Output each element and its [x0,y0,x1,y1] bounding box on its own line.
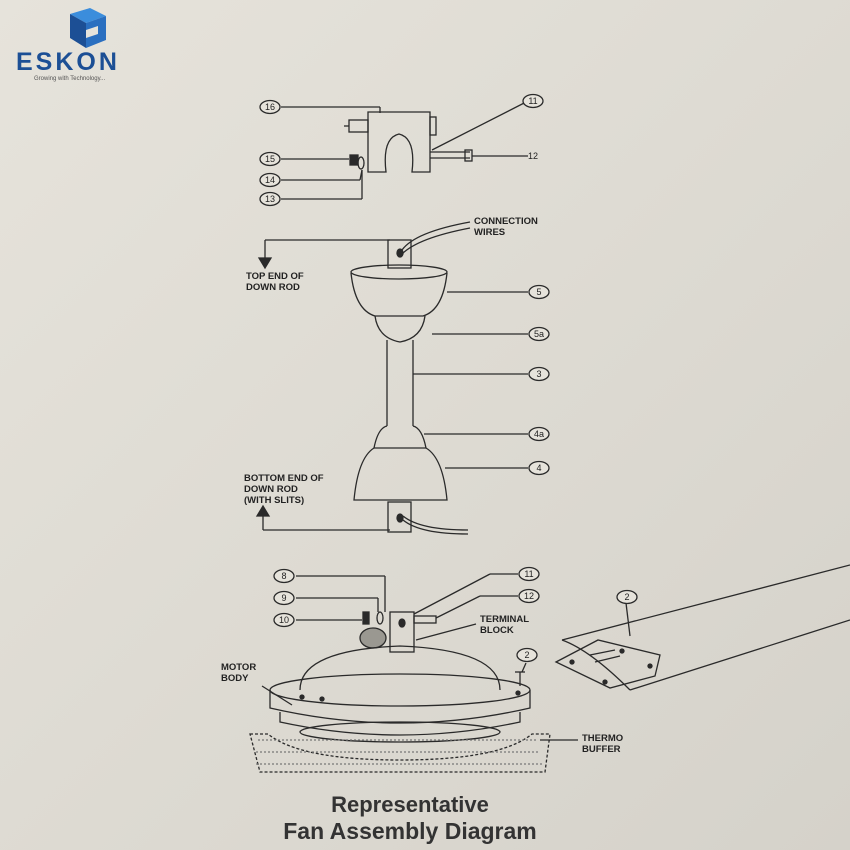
svg-text:TOP END OF: TOP END OF [246,271,304,282]
label-top-end: TOP END OF [246,271,304,282]
callout-number: 11 [528,96,537,106]
callout-number: 13 [265,194,275,204]
diagram-title: Representative [331,792,489,817]
eskon-logo [70,8,106,48]
svg-text:DOWN ROD: DOWN ROD [246,282,300,293]
diagram-subtitle: Fan Assembly Diagram [283,818,537,844]
logo-cube-top [70,8,106,23]
callout-9: 4a [528,426,550,442]
label-thermo-buffer-2: BUFFER [582,744,621,755]
label-bottom-end: BOTTOM END OF [244,473,324,484]
callout-13: 9 [273,590,295,606]
callout-number: 9 [281,593,286,603]
callout-3: 15 [259,151,281,167]
callout-number: 2 [524,650,529,660]
callout-number: 11 [524,569,533,579]
svg-text:THERMO: THERMO [582,733,623,744]
svg-text:MOTOR: MOTOR [221,662,256,673]
logo-cube-left [70,14,86,48]
callout-7: 5a [528,326,550,342]
brand-tagline: Growing with Technology... [34,76,106,82]
callout-16: 2 [516,647,538,663]
callout-4: 14 [259,172,281,188]
callout-11: 8 [273,568,295,584]
callout-2: 12 [528,151,538,161]
callout-10: 4 [528,460,550,476]
callout-5: 13 [259,191,281,207]
svg-text:BLOCK: BLOCK [480,625,514,636]
label-bottom-end-2: DOWN ROD [244,484,298,495]
motor-assembly [269,611,531,743]
callout-number: 4a [534,429,544,439]
brand-name: ESKON [16,48,120,76]
callout-15: 10 [273,612,295,628]
callout-number: 12 [528,151,538,161]
down-rod-assembly [350,221,471,535]
label-motor-body: MOTOR [221,662,256,673]
callout-1: 11 [522,93,544,109]
callout-number: 14 [265,175,275,185]
callout-number: 3 [536,369,541,379]
callout-number: 15 [265,154,275,164]
svg-text:TERMINAL: TERMINAL [480,614,529,625]
callout-17: 2 [616,589,638,605]
callout-number: 4 [536,463,541,473]
logo-cube-notch [86,26,98,38]
callout-number: 12 [524,591,534,601]
svg-text:DOWN ROD: DOWN ROD [244,484,298,495]
svg-text:(WITH SLITS): (WITH SLITS) [244,495,304,506]
label-bottom-end-3: (WITH SLITS) [244,495,304,506]
mounting-bracket [344,111,473,173]
callout-6: 5 [528,284,550,300]
callout-number: 16 [265,102,275,112]
svg-text:BODY: BODY [221,673,249,684]
fan-blade [554,564,850,691]
callout-12: 11 [518,566,540,582]
callout-number: 2 [624,592,629,602]
callout-number: 8 [281,571,286,581]
callout-number: 10 [279,615,289,625]
label-terminal-block: TERMINAL [480,614,529,625]
label-thermo-buffer: THERMO [582,733,623,744]
callout-number: 5a [534,329,544,339]
label-connection-wires-2: WIRES [474,227,505,238]
label-connection-wires: CONNECTION [474,216,538,227]
callout-8: 3 [528,366,550,382]
svg-text:CONNECTION: CONNECTION [474,216,538,227]
thermo-buffer [249,733,551,773]
label-top-end-2: DOWN ROD [246,282,300,293]
label-terminal-block-2: BLOCK [480,625,514,636]
svg-text:BUFFER: BUFFER [582,744,621,755]
callout-14: 12 [518,588,540,604]
callout-number: 5 [536,287,541,297]
callout-0: 16 [259,99,281,115]
label-motor-body-2: BODY [221,673,249,684]
svg-text:WIRES: WIRES [474,227,505,238]
svg-text:BOTTOM END OF: BOTTOM END OF [244,473,324,484]
